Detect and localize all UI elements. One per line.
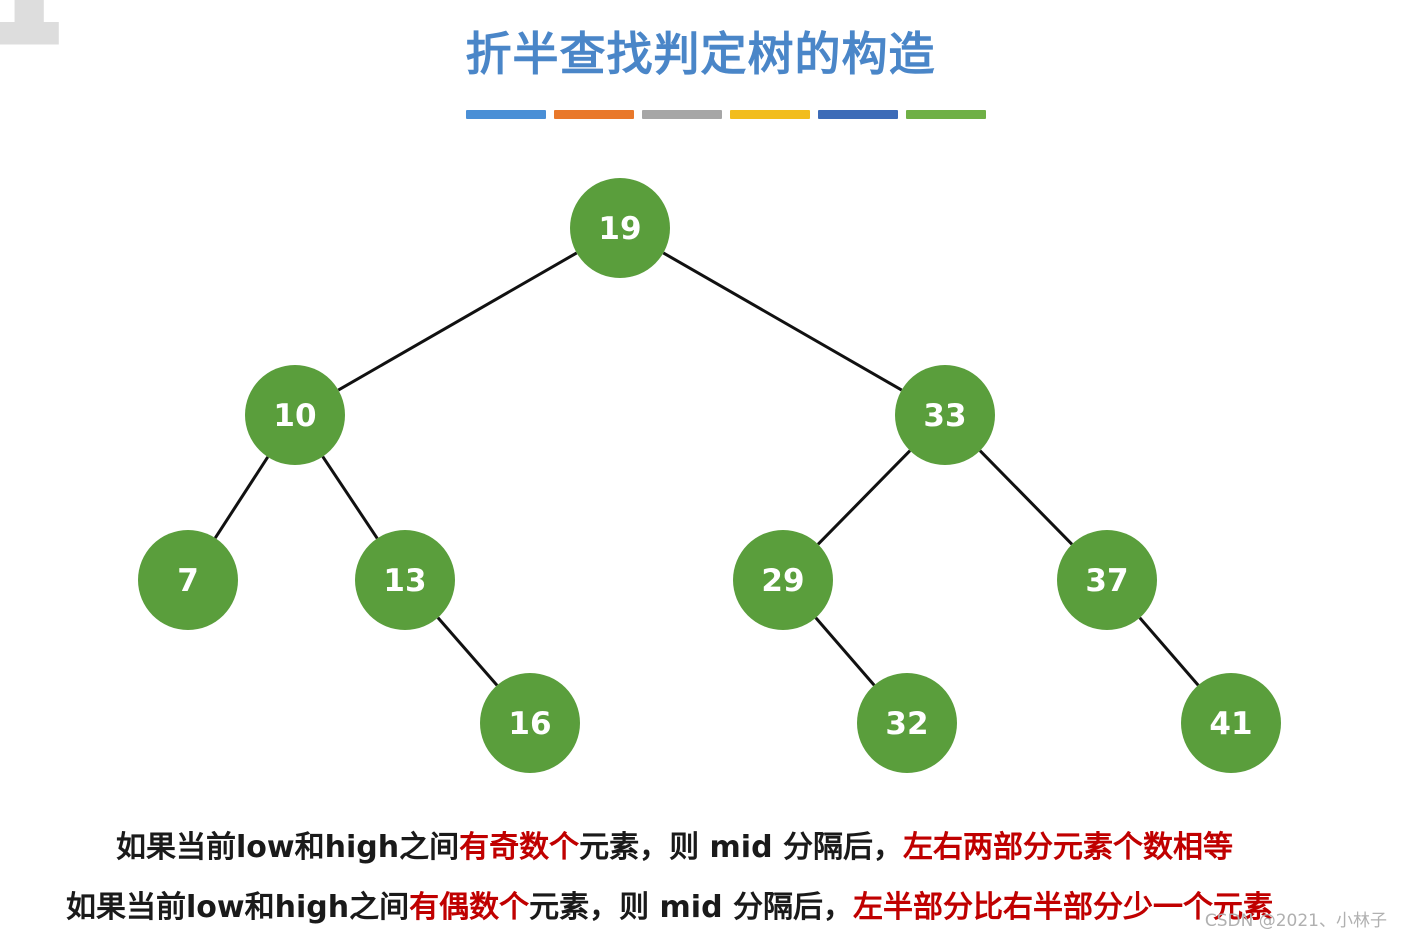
color-bar [730,110,810,119]
tree-node-29: 29 [733,530,833,630]
source-credit: CSDN @2021、小林子 [1204,911,1387,931]
tree-edges [213,251,1200,687]
page-title: 折半查找判定树的构造 [465,27,936,81]
tree-node-circle [733,530,833,630]
tree-node-label: 10 [273,398,316,434]
tree-node-33: 33 [895,365,995,465]
tree-node-circle [1181,673,1281,773]
color-bar [642,110,722,119]
tree-node-circle [895,365,995,465]
color-bar [466,110,546,119]
watermark-logo: ▟▙ [0,0,59,44]
tree-node-circle [1057,530,1157,630]
tree-node-label: 37 [1085,563,1128,599]
color-bar [554,110,634,119]
caption-even-part-c: 元素，则 mid 分隔后， [529,890,853,925]
tree-node-label: 33 [923,398,966,434]
tree-node-37: 37 [1057,530,1157,630]
tree-node-circle [355,530,455,630]
tree-node-label: 13 [383,563,426,599]
tree-edge-33-29 [816,449,912,546]
tree-node-circle [138,530,238,630]
tree-node-label: 32 [885,706,928,742]
tree-node-label: 7 [177,563,199,599]
tree-edge-37-41 [1138,616,1200,687]
tree-edge-29-32 [814,616,876,687]
caption-even: 如果当前low和high之间有偶数个元素，则 mid 分隔后，左半部分比右半部分… [66,882,1273,926]
caption-even-part-a: 如果当前low和high之间 [66,890,410,925]
tree-edge-13-16 [436,616,499,687]
tree-node-13: 13 [355,530,455,630]
color-bar [818,110,898,119]
tree-node-label: 41 [1209,706,1252,742]
tree-edge-19-10 [337,251,578,392]
caption-odd-highlight-2: 左右两部分元素个数相等 [903,830,1233,865]
tree-node-16: 16 [480,673,580,773]
tree-node-19: 19 [570,178,670,278]
title-underline-bars [466,110,986,119]
caption-odd-part-c: 元素，则 mid 分隔后， [579,830,903,865]
tree-nodes: 19 10 33 7 13 29 37 16 32 41 [138,178,1281,773]
tree-node-circle [857,673,957,773]
caption-odd-highlight-1: 有奇数个 [459,830,580,865]
tree-node-label: 29 [761,563,804,599]
tree-edge-10-13 [321,455,379,540]
tree-edge-10-7 [213,456,270,539]
tree-node-circle [245,365,345,465]
tree-node-label: 19 [598,211,641,247]
tree-node-32: 32 [857,673,957,773]
tree-node-label: 16 [508,706,551,742]
tree-edge-33-37 [978,449,1074,546]
color-bar [906,110,986,119]
caption-odd: 如果当前low和high之间有奇数个元素，则 mid 分隔后，左右两部分元素个数… [116,822,1233,866]
tree-node-circle [570,178,670,278]
tree-node-10: 10 [245,365,345,465]
tree-node-circle [480,673,580,773]
tree-node-41: 41 [1181,673,1281,773]
caption-odd-part-a: 如果当前low和high之间 [116,830,460,865]
caption-even-highlight-2: 左半部分比右半部分少一个元素 [853,890,1273,925]
tree-node-7: 7 [138,530,238,630]
tree-edge-19-33 [662,251,903,392]
caption-even-highlight-1: 有偶数个 [409,890,530,925]
